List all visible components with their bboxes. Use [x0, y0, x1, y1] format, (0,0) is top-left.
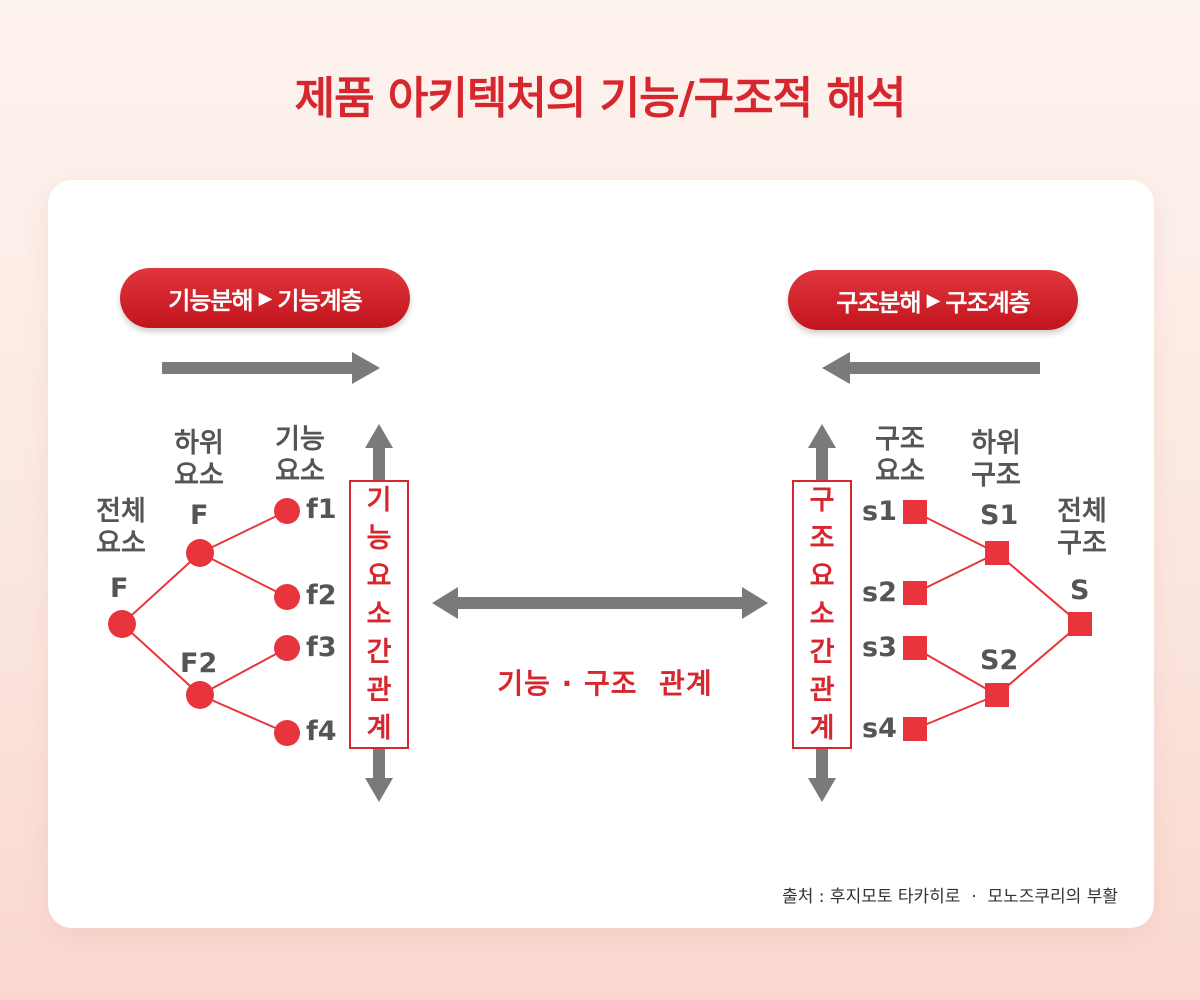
pill-label-2: 기능계층 — [277, 286, 362, 315]
header-line: 요소 — [96, 528, 146, 559]
header-line: 구조 — [1057, 528, 1107, 559]
node-F-root — [108, 610, 136, 638]
structure-element-relation-box: 구 조 요 소 간 관 계 — [792, 480, 852, 749]
node-label-s1: s1 — [862, 496, 897, 527]
node-S2 — [985, 683, 1009, 707]
pill-label-1: 기능분해 — [168, 286, 253, 315]
node-label-S-root: S — [1070, 575, 1090, 606]
vbox-char: 관 — [366, 674, 392, 706]
node-label-S2: S2 — [980, 645, 1019, 676]
node-label-f4: f4 — [306, 716, 337, 747]
node-S-root — [1068, 612, 1092, 636]
node-S1 — [985, 541, 1009, 565]
header-line: 요소 — [275, 456, 325, 487]
node-label-mid-2: F2 — [180, 648, 218, 679]
function-structure-relation-label: 기능 · 구조 관계 — [497, 667, 713, 700]
node-label-f1: f1 — [306, 494, 337, 525]
pill-label-1: 구조분해 — [836, 288, 921, 317]
vbox-char: 계 — [809, 712, 835, 744]
node-label-f2: f2 — [306, 580, 337, 611]
function-element-relation-box: 기 능 요 소 간 관 계 — [349, 480, 409, 749]
node-label-s4: s4 — [862, 713, 897, 744]
node-label-f3: f3 — [306, 632, 337, 663]
vbox-char: 간 — [809, 636, 835, 668]
header-line: 구조 — [875, 424, 925, 455]
node-label-S1: S1 — [980, 500, 1019, 531]
vbox-char: 요 — [809, 560, 835, 592]
header-line: 전체 — [96, 496, 146, 527]
left-tree-lines — [121, 510, 288, 734]
vbox-char: 관 — [809, 674, 835, 706]
center-double-arrow — [432, 587, 768, 619]
page-title: 제품 아키텍처의 기능/구조적 해석 — [294, 73, 907, 124]
vbox-char: 구 — [809, 484, 835, 516]
node-F2 — [186, 681, 214, 709]
header-line: 기능 — [275, 424, 325, 455]
pill-label-2: 구조계층 — [945, 288, 1030, 317]
node-s4 — [903, 717, 927, 741]
node-label-s2: s2 — [862, 577, 897, 608]
node-f4 — [274, 720, 300, 746]
vbox-char: 조 — [809, 522, 835, 554]
header-line: 구조 — [971, 460, 1021, 491]
node-f2 — [274, 584, 300, 610]
node-s1 — [903, 500, 927, 524]
header-line: 하위 — [174, 428, 224, 459]
right-tree-lines — [914, 511, 1081, 730]
node-label-mid-1: F — [190, 500, 209, 531]
left-arrow — [822, 352, 1040, 384]
vbox-char: 능 — [366, 522, 392, 554]
vbox-char: 소 — [809, 598, 835, 630]
vbox-char: 간 — [366, 636, 392, 668]
node-f1 — [274, 498, 300, 524]
node-s2 — [903, 581, 927, 605]
header-line: 요소 — [875, 456, 925, 487]
node-F — [186, 539, 214, 567]
node-label-s3: s3 — [862, 632, 897, 663]
node-s3 — [903, 636, 927, 660]
vbox-char: 요 — [366, 560, 392, 592]
node-f3 — [274, 635, 300, 661]
function-decomposition-pill: 기능분해 ▶ 기능계층 — [120, 268, 410, 328]
structure-decomposition-pill: 구조분해 ▶ 구조계층 — [788, 270, 1078, 330]
header-line: 하위 — [971, 428, 1021, 459]
header-line: 전체 — [1057, 496, 1107, 527]
header-line: 요소 — [174, 460, 224, 491]
source-credit: 출처 : 후지모토 타카히로 · 모노즈쿠리의 부활 — [782, 887, 1118, 907]
play-triangle-icon: ▶ — [258, 287, 273, 309]
play-triangle-icon: ▶ — [926, 289, 941, 311]
node-label-root: F — [110, 573, 129, 604]
vbox-char: 소 — [366, 598, 392, 630]
right-arrow — [162, 352, 380, 384]
vbox-char: 기 — [366, 484, 392, 516]
vbox-char: 계 — [366, 712, 392, 744]
